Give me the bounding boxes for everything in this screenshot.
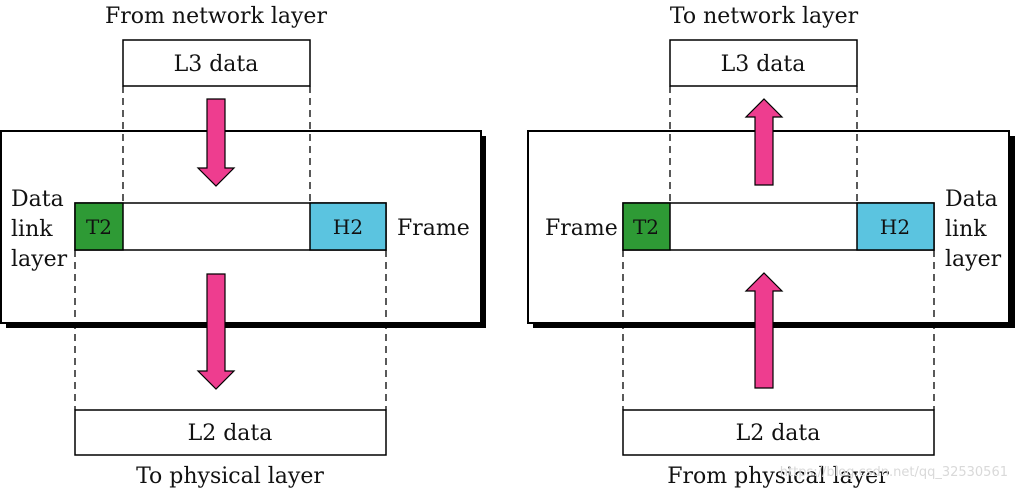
right-trailer-label: T2 [633, 215, 659, 239]
right-top-label: To network layer [670, 4, 859, 29]
left-trailer-cell [74, 202, 124, 251]
right-l3-data-box [669, 39, 858, 87]
right-l3-data-label: L3 data [721, 52, 806, 77]
left-down-arrow-top [196, 98, 236, 187]
right-side-label-line-2: link [945, 217, 987, 242]
right-header-cell [856, 202, 935, 251]
left-bottom-label: To physical layer [136, 464, 324, 489]
right-header-label: H2 [880, 215, 910, 239]
right-side-label-line-1: Data [945, 187, 998, 212]
left-panel: From network layer L3 data T2 H2 Data li… [0, 4, 486, 489]
right-l2-data-label: L2 data [736, 421, 821, 446]
right-side-label-line-3: layer [945, 247, 1002, 272]
left-side-label-line-3: layer [11, 247, 68, 272]
left-header-cell [309, 202, 387, 251]
right-dashed-guides [622, 86, 935, 410]
left-side-label-line-1: Data [11, 187, 64, 212]
watermark-text: https://blog.csdn.net/qq_32530561 [780, 465, 1008, 480]
left-trailer-label: T2 [86, 215, 112, 239]
right-up-arrow-bottom [744, 272, 784, 389]
left-top-label: From network layer [105, 4, 327, 29]
left-l2-data-label: L2 data [188, 421, 273, 446]
right-l2-data-box [622, 409, 935, 456]
right-frame-label: Frame [545, 216, 618, 241]
left-frame-label: Frame [397, 216, 470, 241]
left-l2-data-box [74, 409, 387, 456]
left-l3-data-label: L3 data [174, 52, 259, 77]
left-l3-data-box [122, 39, 311, 87]
right-bottom-label: From physical layer [667, 464, 889, 489]
left-side-label-line-2: link [11, 217, 53, 242]
right-trailer-cell [622, 202, 671, 251]
right-up-arrow-top [744, 98, 784, 186]
left-down-arrow-bottom [196, 273, 236, 390]
left-dashed-guides [74, 86, 387, 410]
right-panel: To network layer L3 data T2 H2 Frame Dat… [527, 4, 1015, 489]
left-header-label: H2 [333, 215, 363, 239]
